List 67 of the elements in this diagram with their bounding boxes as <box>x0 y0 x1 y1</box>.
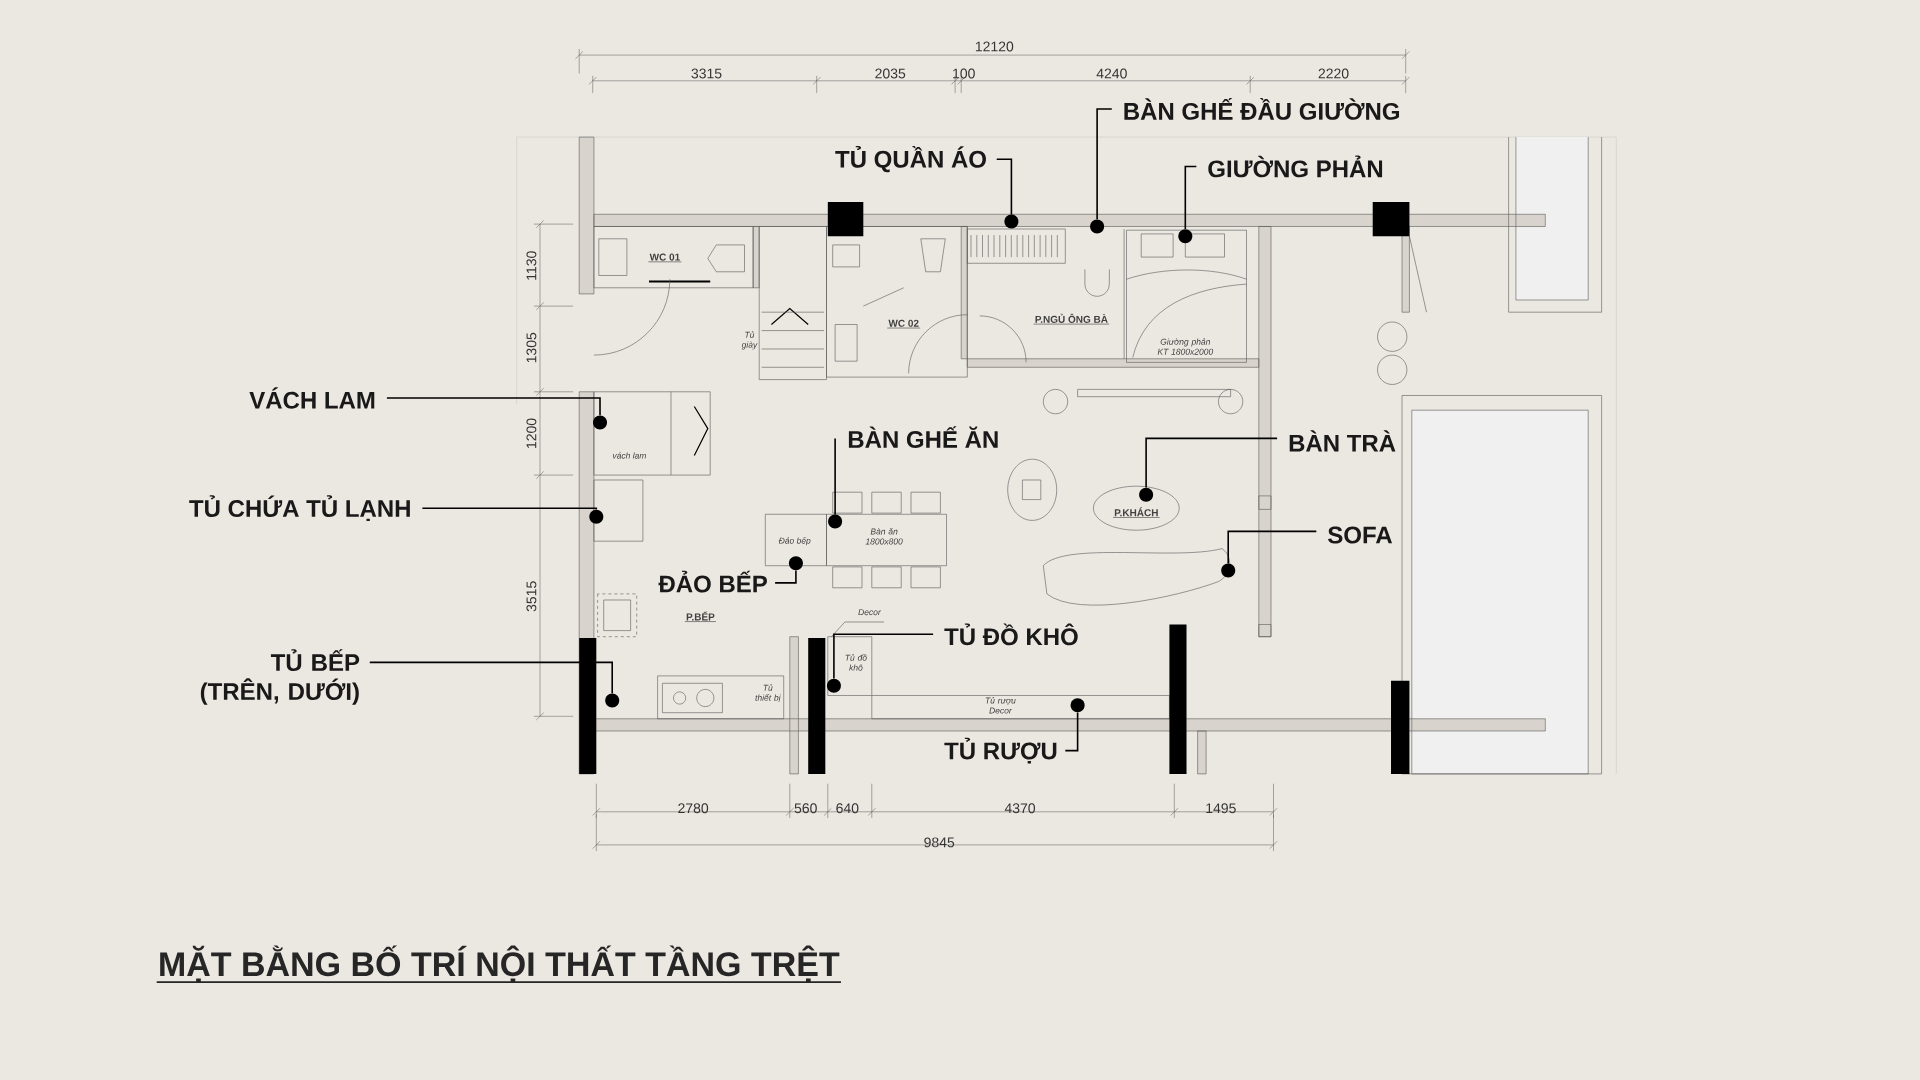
leader-dot <box>1221 563 1236 578</box>
leader-line <box>421 507 598 511</box>
callout-label: SOFA <box>1328 526 1393 544</box>
leader-dot <box>1090 219 1105 234</box>
callout-label: BÀN GHẾ ĐẦU GIƯỜNG <box>1124 98 1399 120</box>
dimension-text: 3515 <box>526 581 537 612</box>
callout-label: BÀN GHẾ ĂN <box>848 426 998 448</box>
callout-label: TỦ BẾP (TRÊN, DƯỚI) <box>200 649 360 705</box>
leader-dot <box>788 556 803 571</box>
leader-dot <box>828 514 843 529</box>
leader-dot <box>826 678 841 693</box>
dimension-text: 9845 <box>924 837 955 848</box>
leader-line <box>386 397 601 416</box>
leader-dot <box>1004 214 1019 229</box>
furniture-label: vách lam <box>612 452 646 459</box>
callout-label: VÁCH LAM <box>249 387 375 409</box>
room-label: P.NGỦ ÔNG BÀ <box>1033 313 1110 325</box>
leader-line <box>1184 165 1198 230</box>
dimension-text: 560 <box>794 803 817 814</box>
leader-dot <box>1070 698 1085 713</box>
dimension-text: 1200 <box>526 418 537 448</box>
leader-line <box>995 158 1013 216</box>
callout-label: TỦ QUẦN ÁO <box>835 146 986 173</box>
room-label: P.BẾP <box>684 611 717 622</box>
title: MẶT BẰNG BỐ TRÍ NỘI THẤT TẦNG TRỆT <box>155 945 842 983</box>
callout-label: TỦ CHỨA TỦ LẠNH <box>189 495 410 522</box>
leader-line <box>369 661 613 694</box>
dimension-text: 1495 <box>1206 803 1236 814</box>
dimension-text: 1305 <box>526 332 537 363</box>
leader-dot <box>605 693 620 708</box>
dimension-text: 3315 <box>691 68 722 79</box>
leader-line <box>834 437 836 516</box>
dimension-text: 4370 <box>1004 803 1036 814</box>
furniture-label: Tủ đồ khô <box>845 654 867 671</box>
leader-dot <box>593 415 607 430</box>
leader-dot <box>1139 487 1154 502</box>
dimension-text: 640 <box>836 803 859 814</box>
callout-label: TỦ ĐỒ KHÔ <box>944 623 1078 646</box>
furniture-label: Tủ thiết bị <box>755 684 781 702</box>
dimension-text: 4240 <box>1096 68 1127 79</box>
leader-dot <box>1178 229 1193 244</box>
dimension-text: 1130 <box>526 251 537 280</box>
room-label: WC 02 <box>886 319 921 329</box>
room-label: P.KHÁCH <box>1112 507 1160 518</box>
leader-dot <box>589 509 604 524</box>
dimension-text: 2035 <box>875 68 906 79</box>
leader-line <box>833 633 934 680</box>
leader-line <box>1227 530 1318 565</box>
dimension-text: 12120 <box>975 41 1014 52</box>
furniture-label: Giường phản KT 1800x2000 <box>1157 338 1214 355</box>
leader-line <box>1064 711 1079 752</box>
callout-label: ĐẢO BẾP <box>658 570 767 593</box>
leader-line <box>1096 108 1113 221</box>
furniture-label: Decor <box>858 609 882 616</box>
room-label: WC 01 <box>648 253 682 263</box>
dimension-text: 2780 <box>678 803 709 814</box>
callout-label: BÀN TRÀ <box>1289 430 1396 452</box>
dimension-text: 100 <box>953 68 975 79</box>
dimension-text: 2220 <box>1318 68 1349 79</box>
furniture-label: Đảo bếp <box>778 537 811 546</box>
leader-line <box>774 569 797 584</box>
furniture-label: Tủ rượu Decor <box>985 697 1016 714</box>
furniture-label: Tủ giày <box>741 331 758 350</box>
callout-label: TỦ RƯỢU <box>944 737 1057 764</box>
furniture-label: Bàn ăn 1800x800 <box>865 528 903 545</box>
leader-line <box>1145 437 1278 489</box>
callout-label: GIƯỜNG PHẢN <box>1208 155 1383 178</box>
